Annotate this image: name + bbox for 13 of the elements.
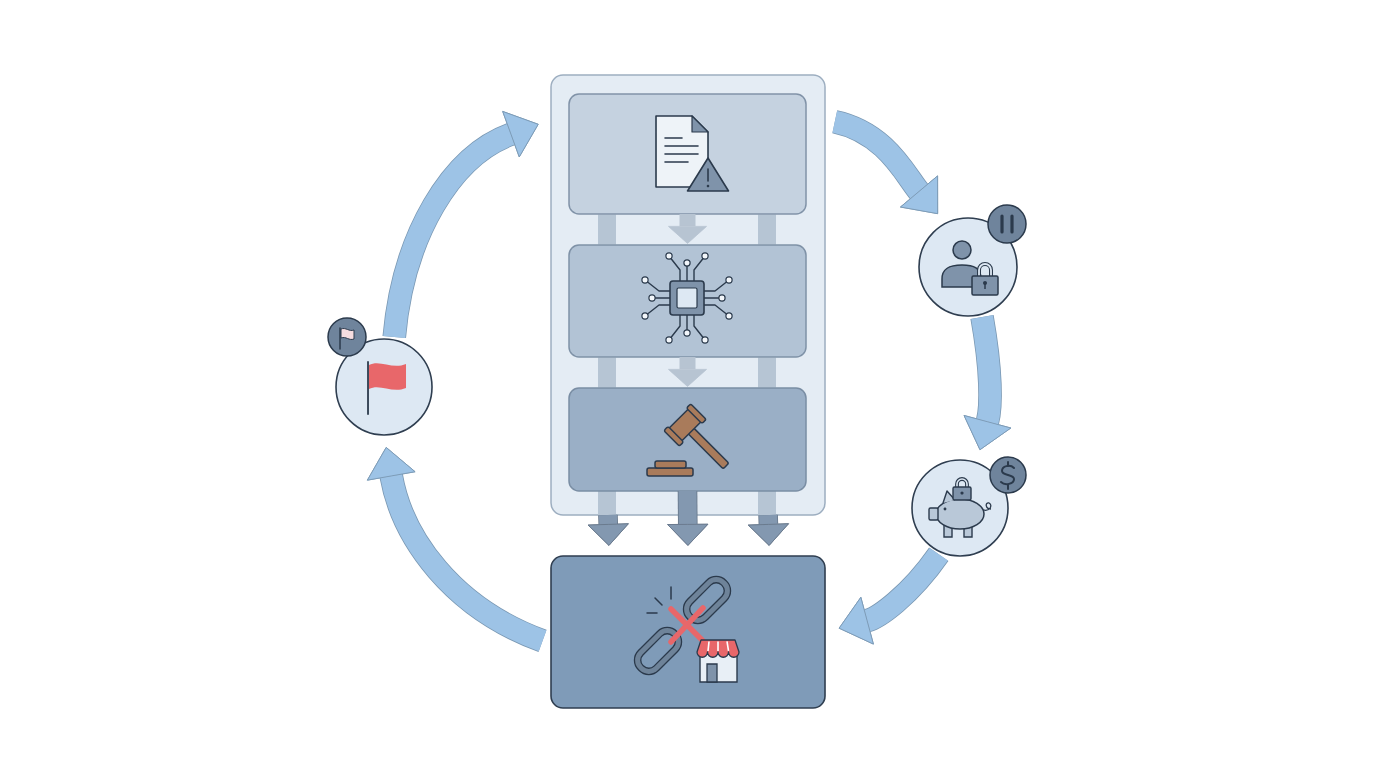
arrow bbox=[366, 447, 548, 652]
arrow bbox=[838, 547, 949, 645]
arrow bbox=[747, 514, 789, 546]
rounded-box bbox=[550, 555, 826, 709]
arrow bbox=[963, 315, 1012, 451]
arrow bbox=[831, 110, 939, 215]
arrow bbox=[382, 111, 539, 339]
arrow bbox=[668, 357, 707, 387]
rounded-box bbox=[568, 387, 807, 492]
arrow bbox=[668, 214, 707, 244]
arrow bbox=[587, 514, 629, 546]
arrow bbox=[667, 490, 709, 546]
rounded-box bbox=[568, 244, 807, 358]
